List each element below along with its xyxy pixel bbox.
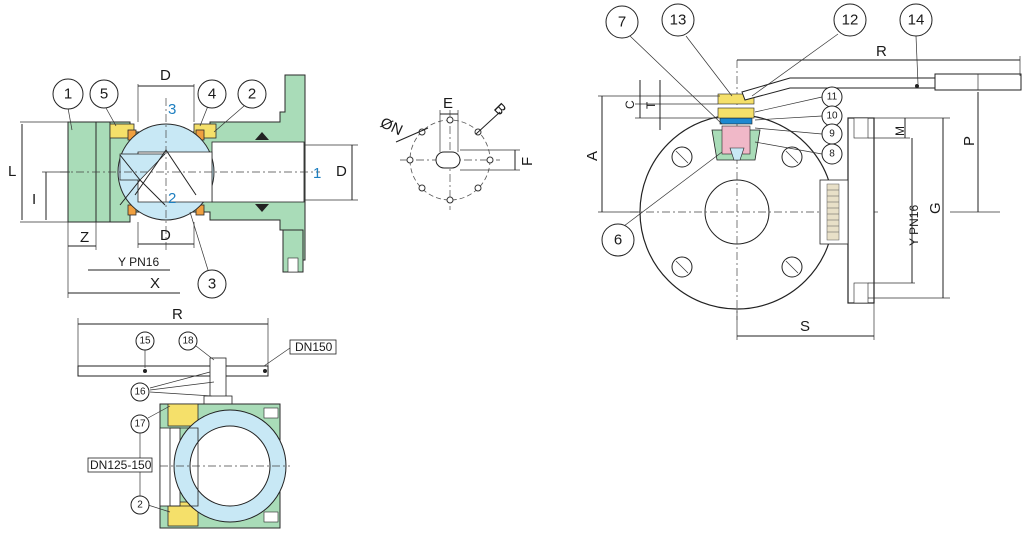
callout-16: 16 [130, 371, 215, 402]
dim-L: L [8, 163, 16, 180]
svg-text:5: 5 [100, 86, 108, 103]
dim-D-bottom: D [160, 227, 171, 244]
dim-B: B [490, 100, 509, 119]
label-dn150 [289, 339, 337, 355]
dim-A: A [584, 151, 601, 161]
dim-T: T [644, 101, 658, 109]
svg-text:14: 14 [908, 12, 925, 29]
callout-2-top: 2 [130, 495, 171, 515]
dim-R-top: R [172, 306, 183, 323]
callout-3: 3 [189, 211, 227, 299]
callout-12: 12 [751, 3, 867, 97]
label-dn125-150 [87, 457, 153, 473]
callout-17: 17 [130, 405, 171, 434]
dim-X: X [150, 275, 160, 292]
callout-6: 6 [601, 151, 723, 257]
callout-8: 8 [754, 141, 843, 165]
svg-text:13: 13 [670, 12, 687, 29]
dim-D-right: D [336, 163, 347, 180]
dim-F: F [519, 157, 536, 166]
svg-text:DN125-150: DN125-150 [90, 458, 152, 472]
callout-18: 18 [178, 331, 215, 361]
svg-text:7: 7 [618, 14, 626, 31]
dim-Z: Z [80, 229, 89, 246]
svg-text:11: 11 [827, 92, 838, 103]
callout-14: 14 [899, 3, 933, 85]
svg-text:DN150: DN150 [295, 340, 333, 354]
section-view: L I D D D Z Y PN16 X 3 2 1 [8, 67, 358, 299]
dim-C: C [623, 100, 637, 109]
svg-text:17: 17 [134, 419, 146, 430]
svg-text:4: 4 [208, 86, 216, 103]
dim-Y-front: Y PN16 [907, 205, 921, 246]
svg-text:9: 9 [829, 129, 835, 140]
front-view: R A C T M P G Y PN16 S 7 [584, 3, 1022, 340]
svg-text:8: 8 [829, 149, 835, 160]
svg-text:10: 10 [826, 111, 838, 122]
svg-text:16: 16 [134, 387, 146, 398]
dim-Y-PN16: Y PN16 [118, 255, 159, 269]
dim-I: I [32, 191, 36, 208]
svg-text:2: 2 [137, 500, 143, 511]
dim-N: ØN [378, 114, 406, 139]
side-flange [847, 117, 875, 304]
callout-4: 4 [197, 79, 227, 127]
callout-1: 1 [52, 78, 84, 131]
dim-D-top: D [160, 67, 171, 84]
dim-S: S [800, 318, 810, 335]
port-1: 1 [313, 165, 321, 182]
handle-bar-top [77, 365, 269, 377]
dim-G: G [927, 202, 944, 214]
callout-2: 2 [213, 79, 267, 133]
callout-9: 9 [754, 123, 843, 145]
svg-text:18: 18 [182, 336, 194, 347]
flange-pattern-view: E B F ØN [378, 95, 536, 210]
callout-15: 15 [135, 331, 155, 368]
svg-text:6: 6 [614, 232, 622, 249]
callout-7: 7 [605, 5, 723, 125]
dim-M: M [893, 126, 907, 136]
dim-P: P [961, 136, 978, 146]
svg-text:3: 3 [208, 276, 216, 293]
svg-text:12: 12 [842, 12, 859, 29]
svg-text:1: 1 [64, 86, 72, 103]
callout-5: 5 [89, 79, 119, 127]
bolt-holes [671, 146, 803, 278]
svg-text:15: 15 [139, 336, 151, 347]
dim-E: E [443, 95, 453, 112]
callout-13: 13 [661, 3, 733, 97]
port-3: 3 [168, 101, 176, 118]
dim-R-front: R [876, 43, 887, 60]
top-view: R DN150 15 18 [77, 306, 337, 529]
svg-text:2: 2 [248, 86, 256, 103]
port-2: 2 [168, 190, 176, 207]
